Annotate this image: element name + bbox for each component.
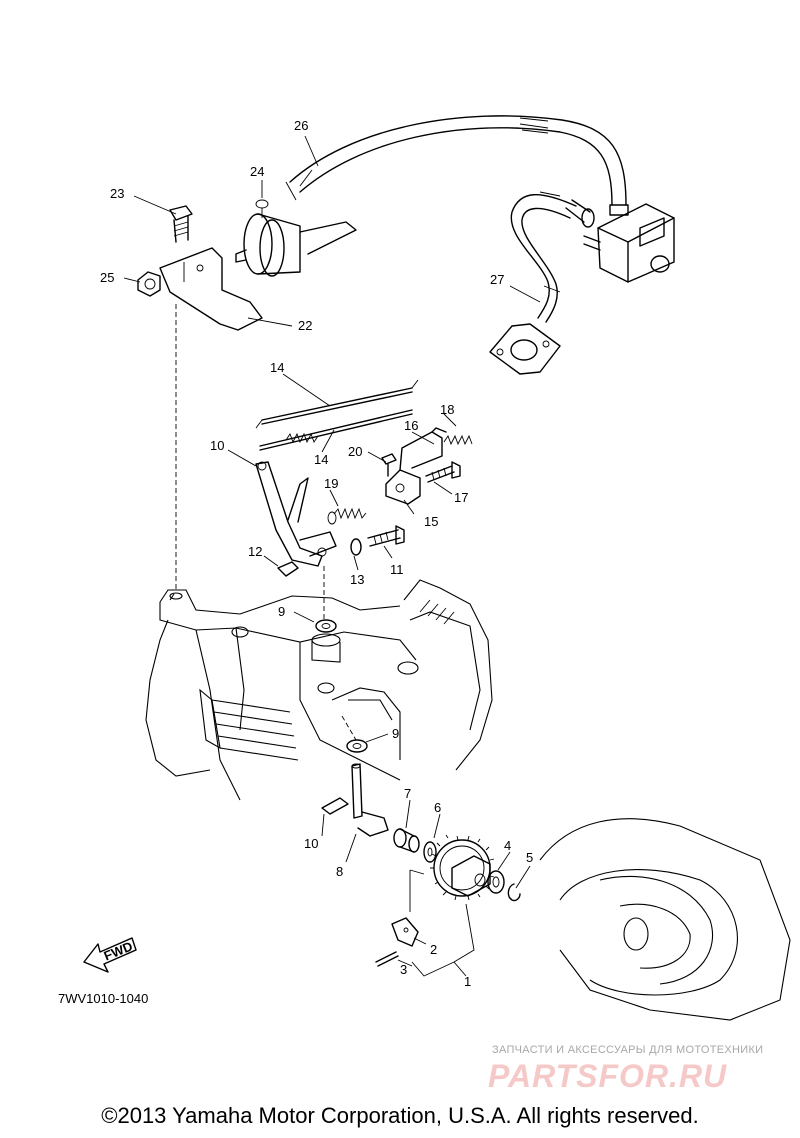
callout-26: 25 [100, 270, 114, 285]
spring-21 [327, 507, 367, 525]
pin-2 [391, 917, 419, 947]
shaft-8 [351, 763, 389, 837]
crankcase-cover [539, 818, 791, 1021]
clip-14 [277, 561, 299, 577]
leader-lines [123, 135, 541, 977]
vacuum-valve [565, 199, 675, 283]
fwd-arrow-icon: FWD [83, 937, 137, 973]
clip-5 [507, 883, 521, 902]
callout-13: 13 [350, 572, 364, 587]
callout-6: 6 [434, 800, 441, 815]
callout-20: 18 [440, 402, 454, 417]
washer-4 [487, 870, 505, 894]
callout-3: 3 [400, 962, 407, 977]
screw-19 [425, 461, 461, 483]
hose-28 [489, 191, 577, 375]
callout-17: 15 [424, 514, 438, 529]
washer-6 [423, 841, 437, 863]
crankcase [145, 579, 493, 801]
callout-labels: 26 24 23 25 22 27 14 18 16 10 14 20 19 1… [100, 118, 533, 989]
callout-12: 11 [390, 562, 404, 577]
callout-9-upper: 9 [278, 604, 285, 619]
assembly-line-9 [341, 715, 357, 741]
diaphragm-25 [235, 199, 357, 277]
callout-11: 10 [210, 438, 224, 453]
watermark-logo: PARTSFOR.RU [488, 1058, 728, 1094]
fwd-label: FWD [102, 938, 135, 963]
bolt-22 [381, 453, 397, 477]
bracket-23 [159, 247, 263, 331]
washer-13 [350, 538, 362, 556]
callout-4: 4 [504, 838, 511, 853]
callout-15: 14 [270, 360, 284, 375]
rod-15 [255, 379, 419, 451]
nut-26 [137, 271, 161, 297]
callout-24: 23 [110, 186, 124, 201]
callout-16: 14 [314, 452, 328, 467]
bracket-17-18 [385, 427, 447, 505]
hose-27 [285, 115, 629, 216]
callout-10: 10 [304, 836, 318, 851]
washer-9-lower [346, 739, 368, 753]
collar-7 [393, 828, 420, 853]
callout-7: 7 [404, 786, 411, 801]
callout-14: 12 [248, 544, 262, 559]
pin-3 [375, 951, 399, 967]
callout-28: 27 [490, 272, 504, 287]
clip-10 [321, 797, 349, 815]
diagram-code: 7WV1010-1040 [58, 991, 149, 1006]
callout-9-lower: 9 [392, 726, 399, 741]
copyright-notice: ©2013 Yamaha Motor Corporation, U.S.A. A… [101, 1103, 699, 1128]
callout-1: 1 [464, 974, 471, 989]
callout-22: 20 [348, 444, 362, 459]
governor-gear-1 [430, 834, 495, 901]
bolt-24 [169, 205, 193, 243]
spring-20 [443, 434, 473, 446]
watermark-tagline: ЗАПЧАСТИ И АКСЕССУАРЫ ДЛЯ МОТОТЕХНИКИ [492, 1044, 764, 1056]
callout-25: 24 [250, 164, 264, 179]
washer-9-upper [315, 619, 337, 633]
callout-23: 22 [298, 318, 312, 333]
callout-8: 8 [336, 864, 343, 879]
callout-19: 17 [454, 490, 468, 505]
bolt-12 [367, 525, 405, 547]
callout-2: 2 [430, 942, 437, 957]
lever-11 [255, 461, 337, 567]
callout-21: 19 [324, 476, 338, 491]
callout-18: 16 [404, 418, 418, 433]
spring-16 [285, 432, 319, 444]
callout-27: 26 [294, 118, 308, 133]
callout-5: 5 [526, 850, 533, 865]
